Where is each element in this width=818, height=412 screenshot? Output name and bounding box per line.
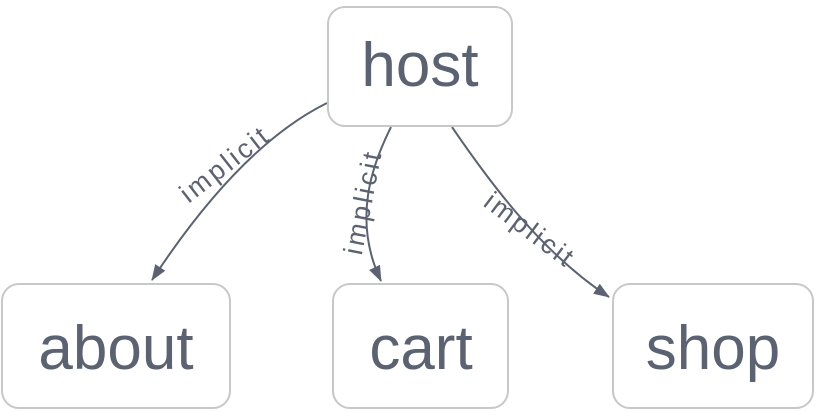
edge-label-host-cart: implicit [338, 147, 388, 257]
node-label-host: host [361, 31, 478, 100]
edge-path-host-shop [451, 126, 610, 298]
node-shape-about [1, 283, 231, 409]
edge-path-host-cart [365, 126, 392, 282]
node-cart: cart [332, 283, 509, 409]
node-shape-cart [332, 283, 509, 409]
node-label-shop: shop [646, 314, 780, 383]
edge-host-shop: implicit [451, 126, 610, 298]
node-label-about: about [38, 314, 193, 383]
edge-label-host-about: implicit [174, 119, 276, 208]
edge-host-about: implicit [151, 102, 328, 281]
node-shop: shop [612, 283, 814, 409]
node-shape-host [327, 6, 513, 127]
edge-label-host-shop: implicit [478, 186, 581, 274]
node-host: host [327, 6, 513, 127]
node-label-cart: cart [369, 314, 472, 383]
node-about: about [1, 283, 231, 409]
node-shape-shop [612, 283, 814, 409]
edge-path-host-about [151, 102, 328, 281]
edge-host-cart: implicit [338, 126, 392, 282]
